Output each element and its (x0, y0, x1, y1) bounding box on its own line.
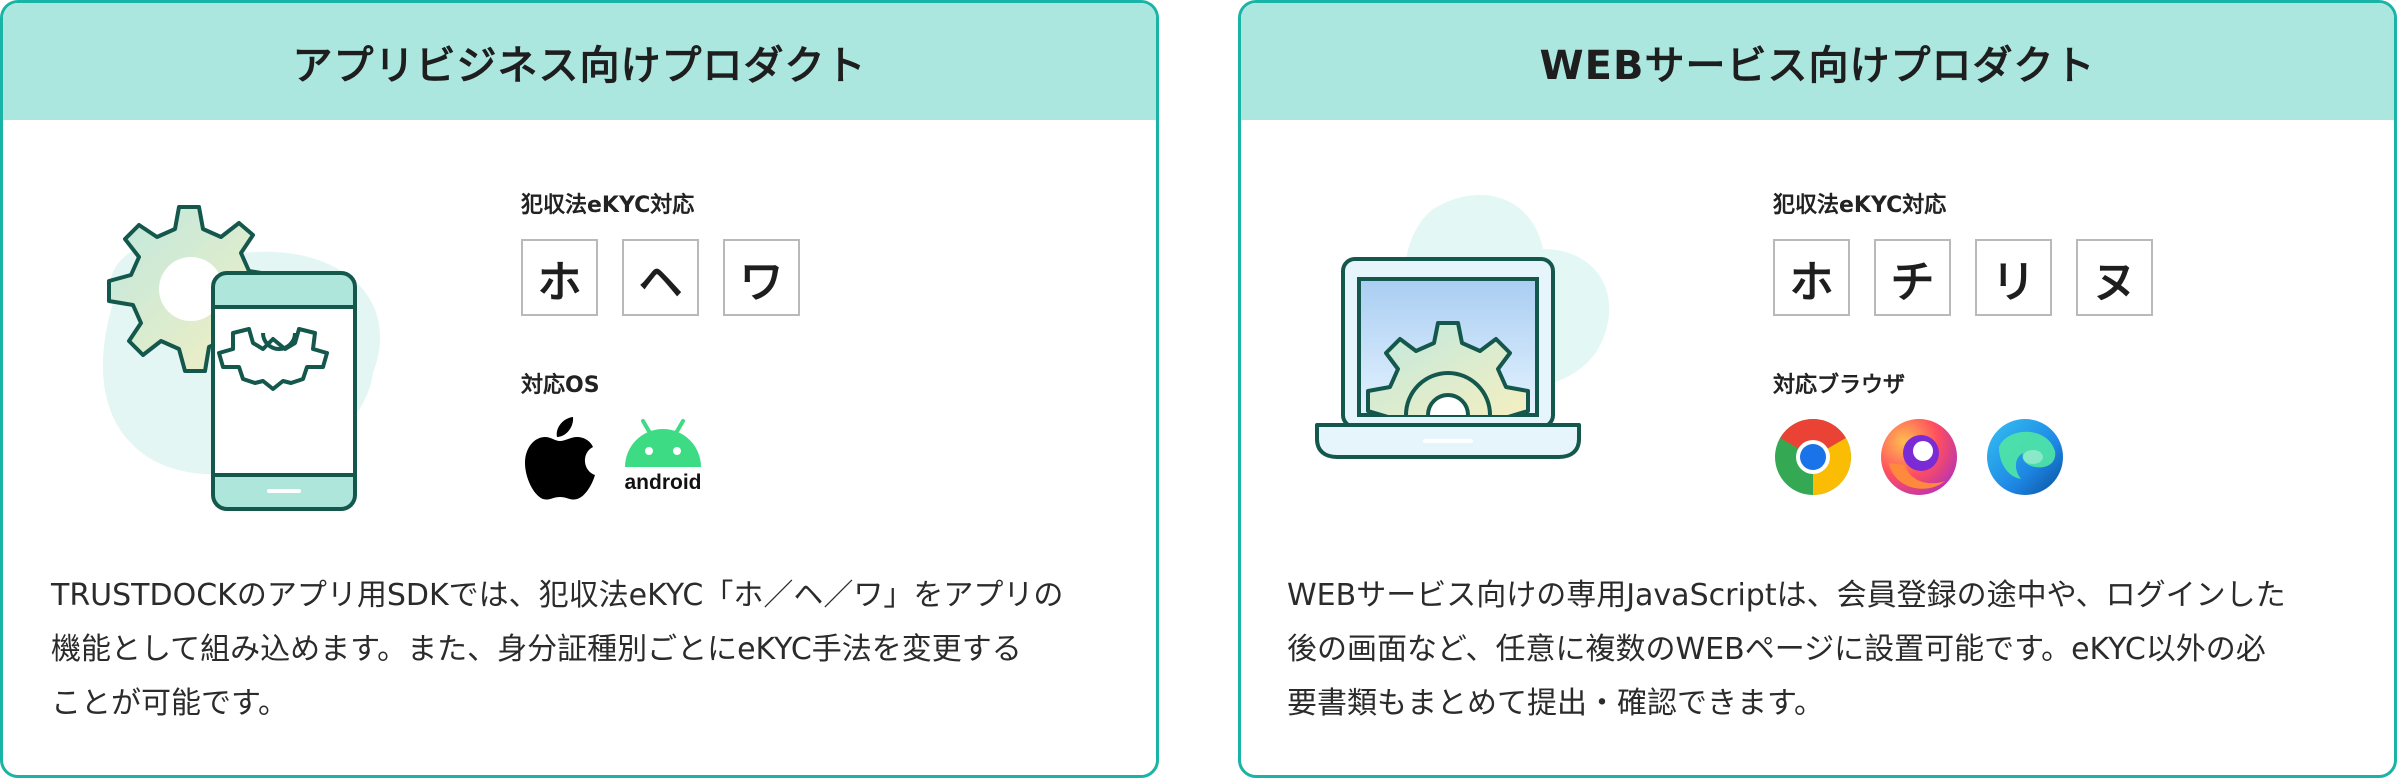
ekyc-method-badge: ヌ (2076, 239, 2153, 316)
product-description: WEBサービス向けの専用JavaScriptは、会員登録の途中や、ログインした … (1287, 569, 2347, 731)
ekyc-method-badge: チ (1874, 239, 1951, 316)
description-line: 後の画面など、任意に複数のWEBページに設置可能です。eKYC以外の必 (1287, 632, 2266, 667)
supported-os-label: 対応OS (521, 373, 600, 398)
ekyc-method-badge: ホ (1773, 239, 1850, 316)
web-service-card: WEBサービス向けプロダクト 犯収法eKYC対応 (1238, 0, 2397, 778)
description-line: TRUSTDOCKのアプリ用SDKでは、犯収法eKYC「ホ／ヘ／ワ」をアプリの (51, 578, 1064, 613)
app-business-card: アプリビジネス向けプロダクト 犯収法eKYC対応 ホ ヘ ワ 対応OS (0, 0, 1159, 778)
ekyc-method-badge: リ (1975, 239, 2052, 316)
card-title: アプリビジネス向けプロダクト (3, 3, 1156, 120)
os-icon-list: android (525, 415, 705, 501)
description-line: 機能として組み込めます。また、身分証種別ごとにeKYC手法を変更する (51, 632, 1022, 667)
card-title: WEBサービス向けプロダクト (1241, 3, 2394, 120)
description-line: 要書類もまとめて提出・確認できます。 (1287, 686, 1824, 721)
ekyc-support-label: 犯収法eKYC対応 (521, 193, 695, 218)
apple-logo-icon (525, 417, 595, 500)
description-line: WEBサービス向けの専用JavaScriptは、会員登録の途中や、ログインした (1287, 578, 2286, 613)
ekyc-method-badge: ワ (723, 239, 800, 316)
browser-icon-list (1773, 417, 2065, 497)
product-description: TRUSTDOCKのアプリ用SDKでは、犯収法eKYC「ホ／ヘ／ワ」をアプリの … (51, 569, 1111, 731)
chrome-icon (1775, 419, 1851, 495)
ekyc-support-label: 犯収法eKYC対応 (1773, 193, 1947, 218)
ekyc-method-badge: ホ (521, 239, 598, 316)
description-line: ことが可能です。 (51, 686, 288, 721)
laptop-gear-illustration (1315, 194, 1610, 459)
gear-phone-illustration (102, 205, 381, 511)
supported-browser-label: 対応ブラウザ (1773, 373, 1906, 398)
ekyc-method-list: ホ ヘ ワ (521, 239, 800, 316)
ekyc-method-list: ホ チ リ ヌ (1773, 239, 2153, 316)
firefox-icon (1881, 419, 1957, 495)
edge-icon (1987, 419, 2063, 495)
android-wordmark: android (624, 471, 702, 494)
ekyc-method-badge: ヘ (622, 239, 699, 316)
android-logo-icon: android (621, 417, 705, 499)
